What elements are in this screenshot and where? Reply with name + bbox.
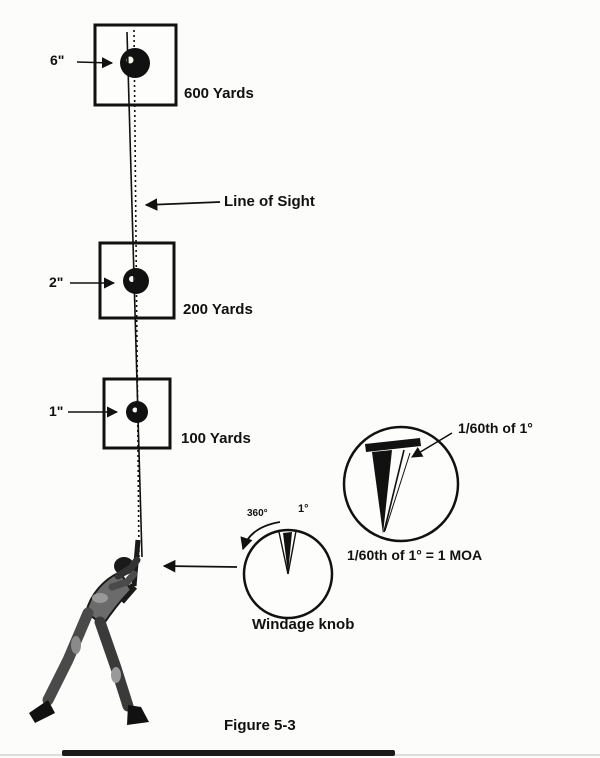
target-600 xyxy=(93,23,178,107)
shooter-figure xyxy=(29,539,149,725)
shooter-back-leg xyxy=(94,616,134,712)
scan-edge-dark xyxy=(62,750,395,756)
target-600-bullseye xyxy=(120,48,150,78)
one-sixtieth-label: 1/60th of 1° xyxy=(458,420,533,436)
camo-patch xyxy=(92,593,108,603)
arrow-line-of-sight xyxy=(144,198,221,211)
arrow-one-sixtieth xyxy=(411,432,453,458)
arrow-windage-to-rifle xyxy=(162,559,238,573)
windage-knob-label: Windage knob xyxy=(252,616,355,633)
one-degree-wedge-left xyxy=(278,531,289,575)
line-of-sight-dotted-line xyxy=(133,27,140,558)
arrow-360-degrees xyxy=(240,521,281,551)
shooter-arm-lower xyxy=(108,570,138,591)
magnified-moa-view xyxy=(342,425,460,543)
camo-patch xyxy=(71,636,81,654)
target-200-distance-label: 200 Yards xyxy=(183,301,253,318)
bullet-path-line xyxy=(126,31,143,558)
shooter-boot-right xyxy=(127,705,149,725)
magnified-top-bar xyxy=(365,438,421,452)
magnified-sixtieth-line-2 xyxy=(384,452,411,532)
target-100-size-label: 1" xyxy=(49,403,64,419)
magnified-degree-wedge xyxy=(372,450,392,534)
target-100-distance-label: 100 Yards xyxy=(181,430,251,447)
one-degree-needle xyxy=(283,532,292,574)
windage-knob-diagram xyxy=(240,521,334,620)
target-600-size-label: 6" xyxy=(50,52,65,68)
figure-caption: Figure 5-3 xyxy=(224,717,296,734)
one-degree-label: 1° xyxy=(298,503,309,515)
full-circle-degrees-label: 360° xyxy=(247,508,268,519)
target-200-size-label: 2" xyxy=(49,274,64,290)
target-100-bullet-hole xyxy=(132,407,138,413)
magnified-sixtieth-line xyxy=(383,449,405,533)
arrow-6-inch xyxy=(76,57,114,69)
target-600-distance-label: 600 Yards xyxy=(184,85,254,102)
one-degree-wedge-right xyxy=(287,530,297,575)
moa-equation-label: 1/60th of 1° = 1 MOA xyxy=(347,547,483,563)
shooter-arm-upper xyxy=(114,556,141,580)
shooter-boot-left xyxy=(29,700,55,723)
camo-patch xyxy=(111,667,121,683)
shooter-front-leg xyxy=(42,607,94,706)
line-of-sight-label: Line of Sight xyxy=(224,193,315,210)
